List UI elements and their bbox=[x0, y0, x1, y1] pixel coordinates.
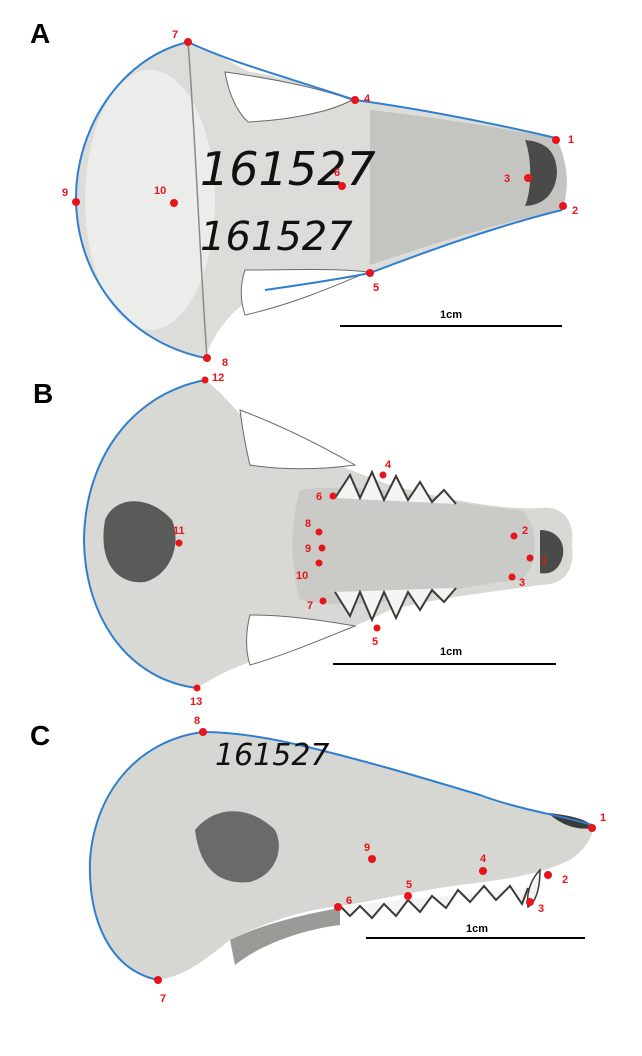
svg-text:3: 3 bbox=[538, 903, 544, 915]
nasal-aperture bbox=[525, 140, 557, 206]
panel-label: A bbox=[30, 18, 51, 49]
landmark-1: 1 bbox=[526, 554, 547, 567]
landmark-8: 8 bbox=[203, 354, 228, 369]
panel-label: B bbox=[33, 378, 54, 409]
landmark-7: 7 bbox=[172, 29, 192, 46]
svg-text:13: 13 bbox=[190, 696, 202, 708]
skull-silhouette bbox=[89, 732, 593, 980]
svg-text:5: 5 bbox=[406, 879, 412, 891]
landmark-4: 4 bbox=[351, 93, 371, 105]
landmark-2: 2 bbox=[559, 202, 578, 217]
svg-text:11: 11 bbox=[173, 525, 185, 537]
landmark-5: 5 bbox=[372, 624, 381, 648]
panel-b: B 1cm 1 2 3 4 5 6 7 8 9 10 11 12 13 bbox=[0, 370, 642, 710]
svg-text:5: 5 bbox=[373, 282, 379, 294]
landmark-4: 4 bbox=[379, 459, 392, 479]
landmark-5: 5 bbox=[404, 879, 412, 900]
landmark-5: 5 bbox=[366, 269, 379, 294]
svg-text:8: 8 bbox=[194, 715, 200, 727]
snout-shade bbox=[370, 110, 567, 265]
palate bbox=[292, 487, 535, 605]
svg-text:2: 2 bbox=[572, 205, 578, 217]
nasal-aperture bbox=[540, 530, 564, 574]
svg-text:1: 1 bbox=[568, 134, 574, 146]
landmark-13: 13 bbox=[190, 684, 202, 708]
landmark-11: 11 bbox=[173, 525, 185, 547]
specimen-number: 161527 bbox=[200, 214, 353, 260]
svg-text:3: 3 bbox=[504, 173, 510, 185]
svg-text:4: 4 bbox=[364, 93, 371, 105]
panel-c: C 161527 1cm 1 2 3 4 5 6 7 8 9 bbox=[0, 710, 642, 1056]
upper-tooth-row bbox=[334, 469, 457, 505]
landmark-3: 3 bbox=[526, 898, 544, 915]
svg-text:7: 7 bbox=[172, 29, 178, 41]
landmark-9: 9 bbox=[364, 842, 376, 863]
svg-text:9: 9 bbox=[62, 187, 68, 199]
landmark-3: 3 bbox=[508, 573, 525, 589]
skull-ventral-view: 1cm 1 2 3 4 5 6 7 8 9 10 11 12 13 bbox=[82, 372, 573, 708]
svg-text:3: 3 bbox=[519, 577, 525, 589]
svg-text:2: 2 bbox=[562, 874, 568, 886]
landmark-7: 7 bbox=[307, 597, 327, 612]
svg-text:10: 10 bbox=[296, 570, 308, 582]
canine-tooth bbox=[526, 868, 541, 909]
svg-text:1: 1 bbox=[600, 812, 606, 824]
landmark-10: 10 bbox=[296, 559, 323, 582]
landmark-12: 12 bbox=[201, 372, 224, 384]
landmark-9: 9 bbox=[62, 187, 80, 206]
landmark-8: 8 bbox=[194, 715, 207, 736]
landmark-6: 6 bbox=[316, 491, 337, 503]
landmark-2: 2 bbox=[544, 871, 568, 886]
svg-text:1: 1 bbox=[541, 555, 547, 567]
svg-text:8: 8 bbox=[305, 518, 311, 530]
lower-tooth-row bbox=[334, 587, 457, 623]
landmark-2: 2 bbox=[510, 525, 528, 540]
landmark-1: 1 bbox=[588, 812, 606, 832]
landmark-10: 10 bbox=[154, 185, 178, 207]
panel-a: A 161527 161527 1cm 1 2 3 4 5 6 7 8 9 10 bbox=[0, 0, 642, 370]
skull-dorsal-view: 161527 161527 1cm 1 2 3 4 5 6 7 8 9 10 bbox=[62, 29, 578, 369]
svg-text:5: 5 bbox=[372, 636, 378, 648]
outline-trace bbox=[88, 730, 593, 981]
svg-text:4: 4 bbox=[480, 853, 487, 865]
specimen-number: 161527 bbox=[215, 738, 330, 773]
landmark-8: 8 bbox=[305, 518, 323, 536]
svg-text:2: 2 bbox=[522, 525, 528, 537]
zygomatic-opening-upper bbox=[224, 71, 354, 123]
landmark-3: 3 bbox=[504, 173, 532, 185]
tooth-row bbox=[339, 884, 529, 920]
landmark-1: 1 bbox=[552, 134, 574, 146]
lower-jaw-shade bbox=[230, 908, 340, 965]
braincase-highlight bbox=[85, 70, 215, 330]
landmark-9: 9 bbox=[305, 543, 326, 555]
specimen-number: 161527 bbox=[200, 142, 376, 196]
svg-text:6: 6 bbox=[346, 895, 352, 907]
landmark-6: 6 bbox=[334, 167, 346, 190]
scale-bar-label: 1cm bbox=[440, 309, 462, 321]
skull-lateral-view: 161527 1cm 1 2 3 4 5 6 7 8 9 bbox=[88, 715, 606, 1005]
scale-bar-label: 1cm bbox=[440, 646, 462, 658]
zygomatic-opening-lower bbox=[240, 269, 370, 316]
svg-text:4: 4 bbox=[385, 459, 392, 471]
landmark-6: 6 bbox=[334, 895, 352, 911]
scale-bar-label: 1cm bbox=[466, 923, 488, 935]
svg-text:9: 9 bbox=[305, 543, 311, 555]
svg-text:6: 6 bbox=[316, 491, 322, 503]
svg-text:12: 12 bbox=[212, 372, 224, 384]
panel-label: C bbox=[30, 720, 51, 751]
svg-text:7: 7 bbox=[160, 993, 166, 1005]
foramen-magnum bbox=[103, 501, 176, 583]
cranial-suture bbox=[187, 41, 208, 359]
zygomatic-opening-lower bbox=[246, 614, 357, 666]
zygomatic-opening-upper bbox=[239, 409, 357, 470]
outline-trace bbox=[82, 379, 206, 689]
svg-text:7: 7 bbox=[307, 600, 313, 612]
svg-text:6: 6 bbox=[334, 167, 340, 179]
orbit bbox=[195, 811, 279, 883]
landmark-4: 4 bbox=[479, 853, 487, 875]
svg-text:8: 8 bbox=[222, 357, 228, 369]
landmark-7: 7 bbox=[154, 976, 166, 1005]
svg-text:10: 10 bbox=[154, 185, 166, 197]
svg-text:9: 9 bbox=[364, 842, 370, 854]
